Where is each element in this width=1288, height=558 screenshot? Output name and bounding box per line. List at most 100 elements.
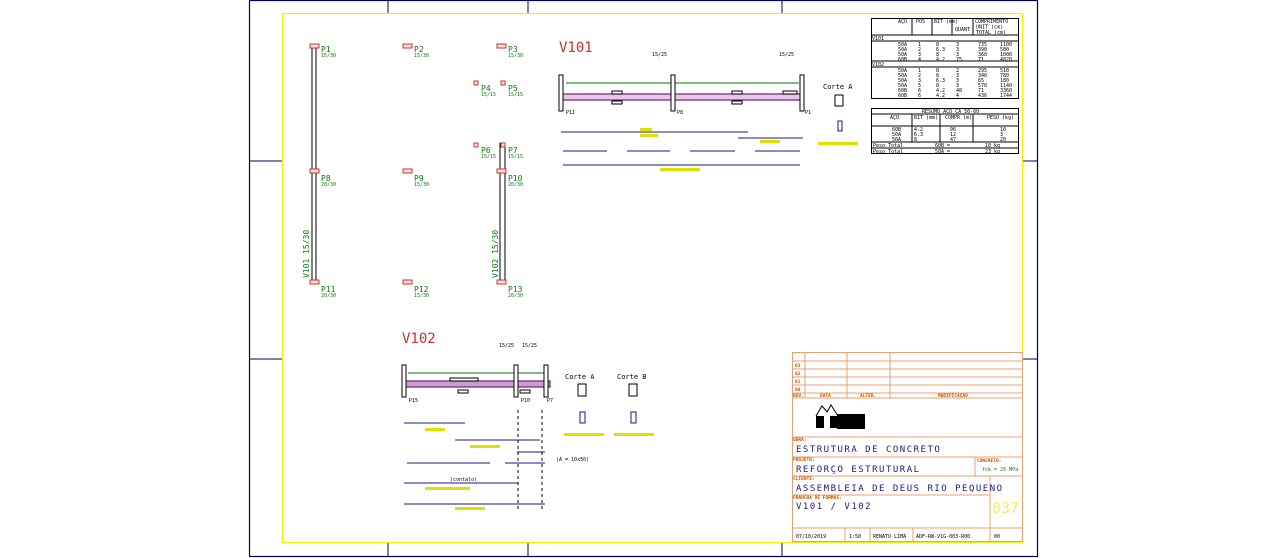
column-label: P8 [321,174,331,183]
header: COMPRIMENTO [975,19,1008,25]
column-p8 [309,168,320,174]
table-cell: 48 [956,88,962,94]
total-cell: 23 kg [985,149,1000,155]
author: RENATO LIMA [873,534,906,540]
table-cell: 360 [978,52,987,58]
column-label: P5 [508,84,518,93]
table-cell: 8 [936,42,939,48]
table-cell: 60B [892,127,901,133]
total-cell: 10 kg [985,143,1000,149]
table-cell: 50A [898,47,907,53]
total-cell: Peso Total [873,149,903,155]
table-cell: 180 [1000,78,1009,84]
table-cell: 50A [898,83,907,89]
column-size: 15/30 [414,293,429,299]
beam-v102-detail: V102 15/25 15/25 P15 P10 P7 (A = 10x50) … [401,331,654,510]
column-label: P9 [414,174,424,183]
header: UNIT (cm) [976,25,1003,31]
table-cell: 1140 [1000,83,1012,89]
table-cell: 50A [892,137,901,143]
total-cell: 50A = [935,149,950,155]
column-label: P12 [414,285,429,294]
table-cell: 8 [936,83,939,89]
table-cell: 780 [1000,73,1009,79]
table-cell: 10 [1000,127,1006,133]
column-p11 [309,279,320,285]
table-cell: 20 [1000,137,1006,143]
field-label: CONCRETO: [977,458,1001,464]
revision: 01 [795,379,801,385]
table-cell: 4.2 [936,88,945,94]
table-cell: 50A [898,68,907,74]
table-cell: 3 [956,83,959,89]
table-cell: 60B [898,88,907,94]
table-cell: 65 [978,78,984,84]
sheet-number: 037 [992,499,1019,517]
table-cell: 50A [892,132,901,138]
column-size: 20/30 [321,293,336,299]
title-block: 03 02 01 00 REV. DATA ALTER. MODIFICAÇÃO… [792,352,1023,542]
table-cell: 3 [956,73,959,79]
column-label: P1 [321,45,331,54]
table-cell: 2 [918,47,921,53]
column-label: P10 [508,174,523,183]
column-size: 20/30 [321,182,336,188]
prancha-value: V101 / V102 [796,502,872,512]
table-cell: 6 [918,93,921,99]
column-p12 [402,279,413,285]
concreto-value: fck = 25 MPa [982,467,1018,473]
header: QUANT [955,27,970,33]
projeto-value: REFORÇO ESTRUTURAL [796,465,921,475]
table-cell: 96 [950,127,956,133]
header: TOTAL (cm) [976,30,1006,36]
table-cell: 1 [918,68,921,74]
table-cell: 50A [898,52,907,58]
column-p3 [496,43,507,49]
table-cell: 1100 [1000,42,1012,48]
table-cell: 295 [978,68,987,74]
column-size: 15/30 [508,53,523,59]
table-cell: 6 [918,88,921,94]
beam-label-v101: V101 15/30 [302,230,311,278]
section-mark: 15/25 [779,52,794,58]
header: ALTER. [860,393,876,399]
table-cell: 4.2 [914,127,923,133]
table-cell: 1000 [1000,52,1012,58]
column-size: 15/15 [481,154,496,160]
column-size: 15/15 [508,154,523,160]
revision: 03 [795,363,801,369]
revision: 00 [795,387,801,393]
table-cell: 8 [936,73,939,79]
header: BIT (mm) [934,19,958,25]
support-label: P7 [547,398,553,404]
table-cell: 3 [1000,132,1003,138]
table-cell: 50A [898,78,907,84]
column-label: P11 [321,285,336,294]
table-cell: 3 [956,52,959,58]
table-cell: 50A [898,42,907,48]
header: DATA [820,393,831,399]
column-p6 [473,142,479,148]
table-cell: 75 [956,57,962,63]
table-cell: 4820 [1000,57,1012,63]
steel-table: AÇO POS BIT (mm) QUANT COMPRIMENTO UNIT … [871,18,1019,99]
column-size: 15/30 [414,53,429,59]
support-label: P1 [805,110,811,116]
table-cell: 5 [918,83,921,89]
field-label: OBRA: [793,437,807,443]
column-size: 15/15 [508,92,523,98]
table-cell: 12 [950,132,956,138]
column-p10 [496,168,507,174]
table-cell: 3 [956,42,959,48]
column-label: P2 [414,45,424,54]
table-cell: 3 [918,78,921,84]
table-cell: 8 [914,137,917,143]
table-cell: 1 [918,42,921,48]
table-cell: 1744 [1000,93,1012,99]
header: POS [916,19,925,25]
section-mark: 15/25 [499,343,514,349]
table-cell: 510 [1000,68,1009,74]
beam-label-v102: V102 15/30 [491,230,500,278]
header: AÇO [890,115,899,121]
